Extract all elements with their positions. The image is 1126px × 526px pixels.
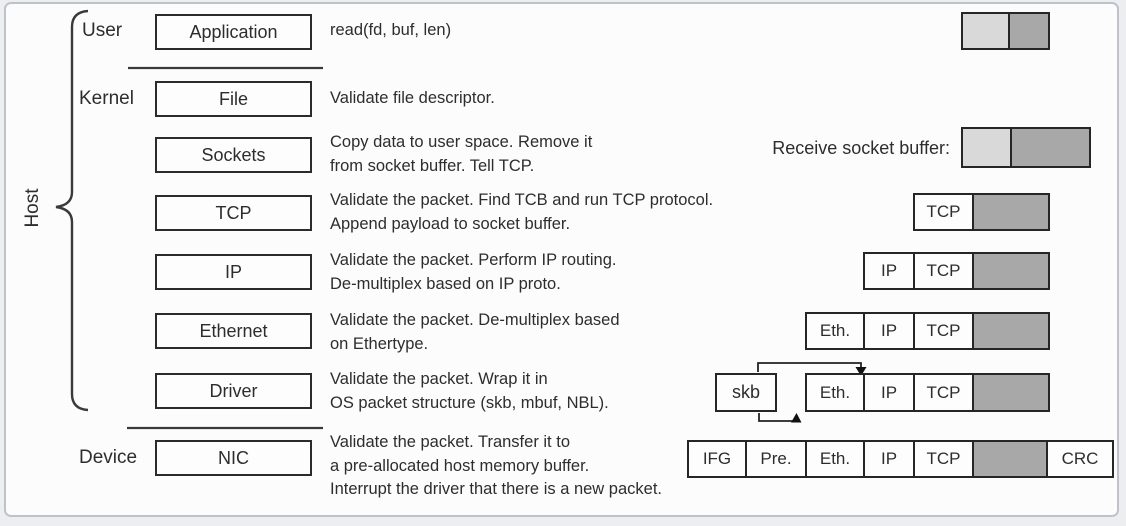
desc-line: Append payload to socket buffer. xyxy=(330,214,571,233)
layer-desc-sockets: Copy data to user space. Remove it from s… xyxy=(330,131,592,178)
layer-box-label: Application xyxy=(189,21,278,42)
packet-cell-crc: CRC xyxy=(1048,442,1112,476)
packet-cell-ifg: IFG xyxy=(689,442,747,476)
packet-cell-tcp: TCP xyxy=(915,442,974,476)
packet-cell-tcp: TCP xyxy=(915,195,974,229)
section-label-kernel: Kernel xyxy=(79,88,134,109)
layer-box-label: Driver xyxy=(209,380,258,401)
packet-cell-tcp: TCP xyxy=(915,314,974,348)
desc-line: read(fd, buf, len) xyxy=(330,21,452,39)
packet-cell-payload xyxy=(963,129,1012,166)
packet-cell-eth: Eth. xyxy=(807,314,865,348)
layer-desc-application: read(fd, buf, len) xyxy=(330,19,451,43)
layer-desc-nic: Validate the packet. Transfer it to a pre… xyxy=(330,431,662,502)
layer-box-application: Application xyxy=(155,14,312,50)
desc-line: Validate the packet. Transfer it to xyxy=(330,433,570,451)
packet-cell-pre: Pre. xyxy=(747,442,807,476)
packet-cell-eth: Eth. xyxy=(807,375,865,410)
layer-box-driver: Driver xyxy=(155,373,312,409)
section-label-user: User xyxy=(82,20,123,41)
packet-cell-payload xyxy=(963,14,1010,48)
layer-box-label: TCP xyxy=(215,202,252,223)
packet-cell-payload xyxy=(974,375,1048,410)
packet-tcp-segment: TCP xyxy=(913,193,1050,231)
layer-desc-ethernet: Validate the packet. De-multiplex based o… xyxy=(330,309,620,356)
packet-cell-payload xyxy=(1010,14,1048,48)
layer-box-label: NIC xyxy=(218,447,249,468)
packet-cell-ip: IP xyxy=(865,314,915,348)
desc-line: from socket buffer. Tell TCP. xyxy=(330,156,535,175)
layer-box-label: IP xyxy=(224,261,242,282)
packet-cell-payload xyxy=(974,442,1048,476)
packet-cell-ip: IP xyxy=(865,254,915,288)
desc-line: OS packet structure (skb, mbuf, NBL). xyxy=(330,393,609,412)
layer-box-ip: IP xyxy=(155,254,312,290)
packet-cell-ip: IP xyxy=(865,375,915,410)
section-label-device: Device xyxy=(79,447,138,468)
desc-line: Validate the packet. De-multiplex based xyxy=(330,311,620,329)
layer-box-file: File xyxy=(155,81,312,117)
layer-box-tcp: TCP xyxy=(155,195,312,231)
packet-cell-payload xyxy=(1012,129,1089,166)
packet-cell-eth: Eth. xyxy=(807,442,865,476)
desc-line: Validate the packet. Find TCB and run TC… xyxy=(330,191,714,209)
desc-line: De-multiplex based on IP proto. xyxy=(330,274,561,293)
layer-box-label: File xyxy=(218,88,248,109)
layer-box-sockets: Sockets xyxy=(155,137,312,173)
desc-line: a pre-allocated host memory buffer. xyxy=(330,456,590,475)
packet-socket-buffer xyxy=(961,127,1091,168)
packet-cell-ip: IP xyxy=(865,442,915,476)
layer-box-label: Ethernet xyxy=(199,320,268,341)
desc-line: Validate the packet. Wrap it in xyxy=(330,370,548,388)
layer-desc-ip: Validate the packet. Perform IP routing.… xyxy=(330,249,616,296)
desc-line: on Ethertype. xyxy=(330,334,429,353)
desc-line: Validate file descriptor. xyxy=(330,89,495,107)
packet-cell-payload xyxy=(974,254,1048,288)
layer-desc-driver: Validate the packet. Wrap it in OS packet… xyxy=(330,368,609,415)
layer-box-label: Sockets xyxy=(201,144,266,165)
desc-line: Interrupt the driver that there is a new… xyxy=(330,480,663,498)
layer-box-nic: NIC xyxy=(155,440,312,476)
packet-cell-payload xyxy=(974,195,1048,229)
desc-line: Copy data to user space. Remove it xyxy=(330,133,593,151)
packet-cell-tcp: TCP xyxy=(915,254,974,288)
layer-box-ethernet: Ethernet xyxy=(155,313,312,349)
layer-desc-file: Validate file descriptor. xyxy=(330,87,495,111)
desc-line: Validate the packet. Perform IP routing. xyxy=(330,251,617,269)
receive-socket-buffer-label: Receive socket buffer: xyxy=(772,138,950,158)
skb-label: skb xyxy=(731,382,760,402)
packet-app-buffer xyxy=(961,12,1050,50)
packet-cell-payload xyxy=(974,314,1048,348)
packet-cell-tcp: TCP xyxy=(915,375,974,410)
skb-box: skb xyxy=(715,373,777,412)
host-label: Host xyxy=(22,188,43,228)
layer-desc-tcp: Validate the packet. Find TCB and run TC… xyxy=(330,189,713,236)
